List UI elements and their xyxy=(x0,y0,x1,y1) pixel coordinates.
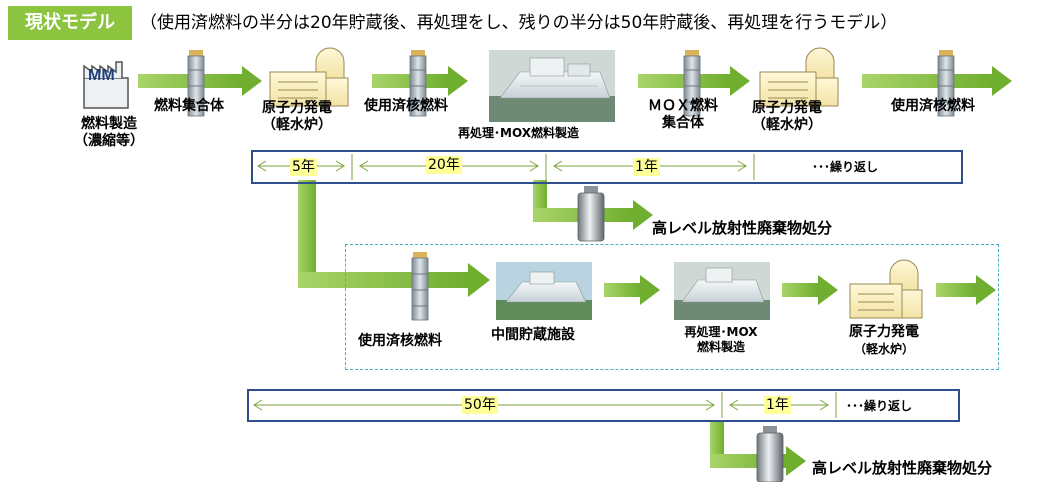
model-badge: 現状モデル xyxy=(8,6,132,40)
long-term-storage-group xyxy=(345,244,999,370)
timeline-1-seg-1y: 1年 xyxy=(633,158,660,176)
spent-fuel-icon-2 xyxy=(937,50,955,117)
mox-assembly-icon xyxy=(683,50,701,117)
spent-fuel-label-2: 使用済核燃料 xyxy=(891,98,975,114)
reprocessing-facility-image-1 xyxy=(489,50,615,122)
timeline-2-seg-50y: 50年 xyxy=(462,396,498,414)
spent-fuel-icon-3 xyxy=(411,252,429,321)
factory-icon: MM xyxy=(83,61,129,109)
npp-label-1: 原子力発電 （軽水炉） xyxy=(262,100,332,133)
timeline-1-seg-5y: 5年 xyxy=(290,158,317,176)
timeline-2-repeat: ･･･繰り返し xyxy=(846,399,913,413)
waste-disposal-label-1: 高レベル放射性廃棄物処分 xyxy=(652,219,833,237)
timeline-1-repeat: ･･･繰り返し xyxy=(812,160,879,174)
arrow-npp3-out xyxy=(936,275,996,305)
npp-label-3: 原子力発電 （軽水炉） xyxy=(849,324,919,356)
timeline-1-seg-20y: 20年 xyxy=(426,156,462,174)
spent-fuel-icon-1 xyxy=(409,50,427,117)
factory-label: 燃料製造 （濃縮等） xyxy=(74,116,144,149)
waste-cask-icon-2 xyxy=(756,426,784,482)
waste-disposal-label-2: 高レベル放射性廃棄物処分 xyxy=(812,459,993,477)
arrow-interim-to-reprocessing xyxy=(604,275,660,305)
svg-text:MM: MM xyxy=(88,67,115,84)
reprocessing-facility-image-2 xyxy=(674,262,770,320)
interim-storage-label: 中間貯蔵施設 xyxy=(491,327,575,343)
nuclear-plant-icon-1 xyxy=(269,47,349,107)
mox-assembly-label: ＭＯＸ燃料 集合体 xyxy=(648,98,718,131)
waste-cask-icon-1 xyxy=(577,186,605,242)
spent-fuel-label-3: 使用済核燃料 xyxy=(358,333,442,349)
timeline-2-seg-1y: 1年 xyxy=(764,396,791,414)
timeline-2 xyxy=(247,389,960,422)
fuel-assembly-icon xyxy=(187,50,205,117)
branch-arrow-to-interim xyxy=(298,180,490,297)
reprocessing-label-2: 再処理･MOX 燃料製造 xyxy=(684,325,758,354)
interim-storage-image xyxy=(496,262,592,320)
nuclear-plant-icon-2 xyxy=(759,47,839,107)
arrow-reprocessing-to-npp3 xyxy=(782,275,838,305)
nuclear-plant-icon-3 xyxy=(849,259,923,319)
fuel-assembly-label: 燃料集合体 xyxy=(154,98,224,114)
model-subtitle: （使用済燃料の半分は20年貯蔵後、再処理をし、残りの半分は50年貯蔵後、再処理を… xyxy=(140,13,898,33)
timeline-1 xyxy=(251,150,963,184)
arrow-npp2-out xyxy=(862,66,1012,96)
spent-fuel-label-1: 使用済核燃料 xyxy=(364,98,448,114)
npp-label-2: 原子力発電 （軽水炉） xyxy=(752,100,822,133)
reprocessing-label-1: 再処理･MOX燃料製造 xyxy=(458,126,579,140)
